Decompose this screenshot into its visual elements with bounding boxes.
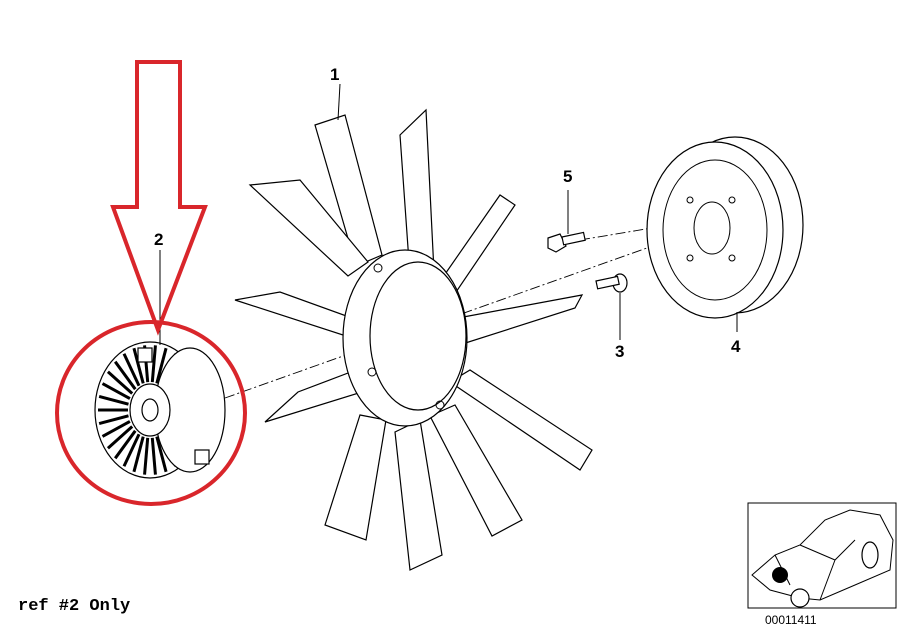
clutch-fin <box>150 437 157 475</box>
clutch-fin <box>122 353 141 387</box>
clutch-fin <box>101 420 131 438</box>
clutch-fin <box>132 347 145 384</box>
clutch-fin <box>150 345 157 383</box>
bolt-5 <box>547 190 586 253</box>
clutch-fin <box>155 436 168 473</box>
fan-blades <box>234 108 593 571</box>
callout-5: 5 <box>563 167 572 186</box>
highlight-circle <box>55 320 247 506</box>
leader-1 <box>337 83 341 121</box>
callout-3: 3 <box>615 342 624 361</box>
callout-4: 4 <box>731 337 741 356</box>
bolt-3 <box>595 273 628 340</box>
axis-line <box>224 221 721 399</box>
pulley <box>646 136 804 332</box>
callout-2: 2 <box>154 230 163 249</box>
vehicle-location-inset: 00011411 <box>747 502 897 627</box>
callout-1: 1 <box>330 65 339 84</box>
clutch-fin <box>98 414 129 425</box>
clutch-fin <box>122 433 141 467</box>
clutch-fin <box>113 429 137 460</box>
highlight-arrow <box>110 60 208 336</box>
clutch-fin <box>132 436 145 473</box>
reference-note: ref #2 Only <box>18 597 131 616</box>
clutch-fin <box>98 395 129 406</box>
axis-line-bolt <box>579 219 701 241</box>
clutch-fin <box>106 425 134 450</box>
clutch-fin <box>143 437 150 475</box>
clutch-fin <box>101 382 131 400</box>
fan-hub <box>342 249 468 427</box>
location-dot <box>772 567 788 583</box>
clutch-fin <box>113 360 137 391</box>
clutch-fin <box>106 370 134 395</box>
diagram-number: 00011411 <box>765 613 817 627</box>
clutch-fin <box>155 347 168 384</box>
fan-clutch <box>94 341 226 479</box>
